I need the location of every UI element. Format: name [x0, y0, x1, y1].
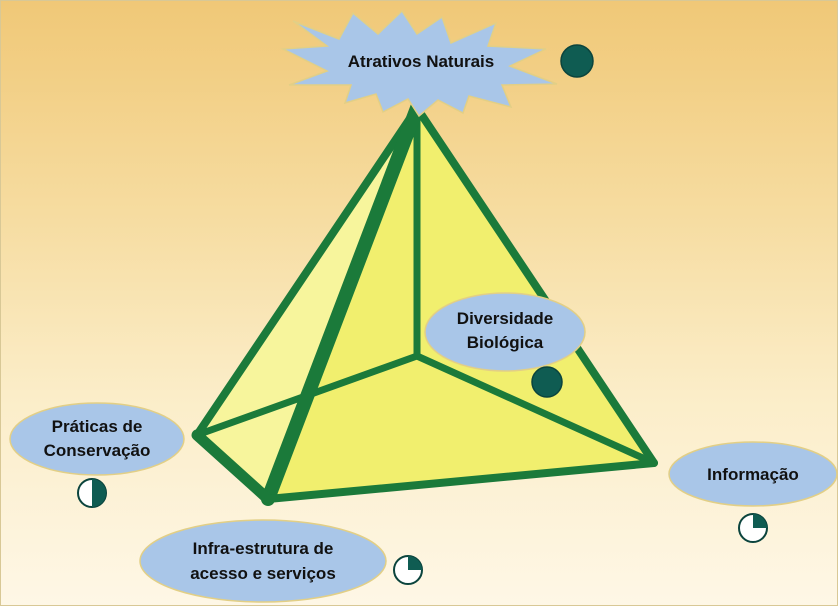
- node-label-line-2: Biológica: [467, 333, 544, 352]
- node-bubble: [139, 519, 387, 603]
- pyramid-edge-left: [193, 104, 421, 439]
- apex-node: Atrativos Naturais: [280, 9, 558, 118]
- rating-full-icon: [560, 44, 594, 78]
- node-label-line-1: Infra-estrutura de: [193, 539, 334, 558]
- rating-half-icon: [77, 478, 107, 508]
- rating-quarter-icon: [738, 513, 768, 543]
- node-informacao: Informação: [668, 441, 838, 507]
- rating-quarter-icon: [393, 555, 423, 585]
- node-bubble: [9, 402, 185, 476]
- rating-full-icon: [531, 366, 563, 398]
- node-praticas: Práticas de Conservação: [9, 402, 185, 476]
- node-diversidade: Diversidade Biológica: [424, 292, 586, 372]
- node-label-line-1: Informação: [707, 465, 799, 484]
- pyramid-edge-right: [413, 104, 658, 467]
- node-label-line-1: Diversidade: [457, 309, 553, 328]
- pyramid-edge-front: [261, 101, 424, 506]
- node-bubble: [424, 292, 586, 372]
- apex-label: Atrativos Naturais: [348, 52, 494, 71]
- node-bubble: [668, 441, 838, 507]
- starburst-shape: [280, 9, 558, 118]
- node-label-line-1: Práticas de: [52, 417, 143, 436]
- pyramid-edge-base-front: [264, 459, 658, 503]
- pyramid-edge-hidden-right: [413, 352, 658, 467]
- pyramid-face-left: [197, 108, 417, 499]
- pyramid: [191, 101, 658, 506]
- pyramid-edge-base-left: [191, 429, 274, 505]
- node-label-line-2: Conservação: [44, 441, 151, 460]
- node-label-line-2: acesso e serviços: [190, 564, 336, 583]
- node-infra: Infra-estrutura de acesso e serviços: [139, 519, 387, 603]
